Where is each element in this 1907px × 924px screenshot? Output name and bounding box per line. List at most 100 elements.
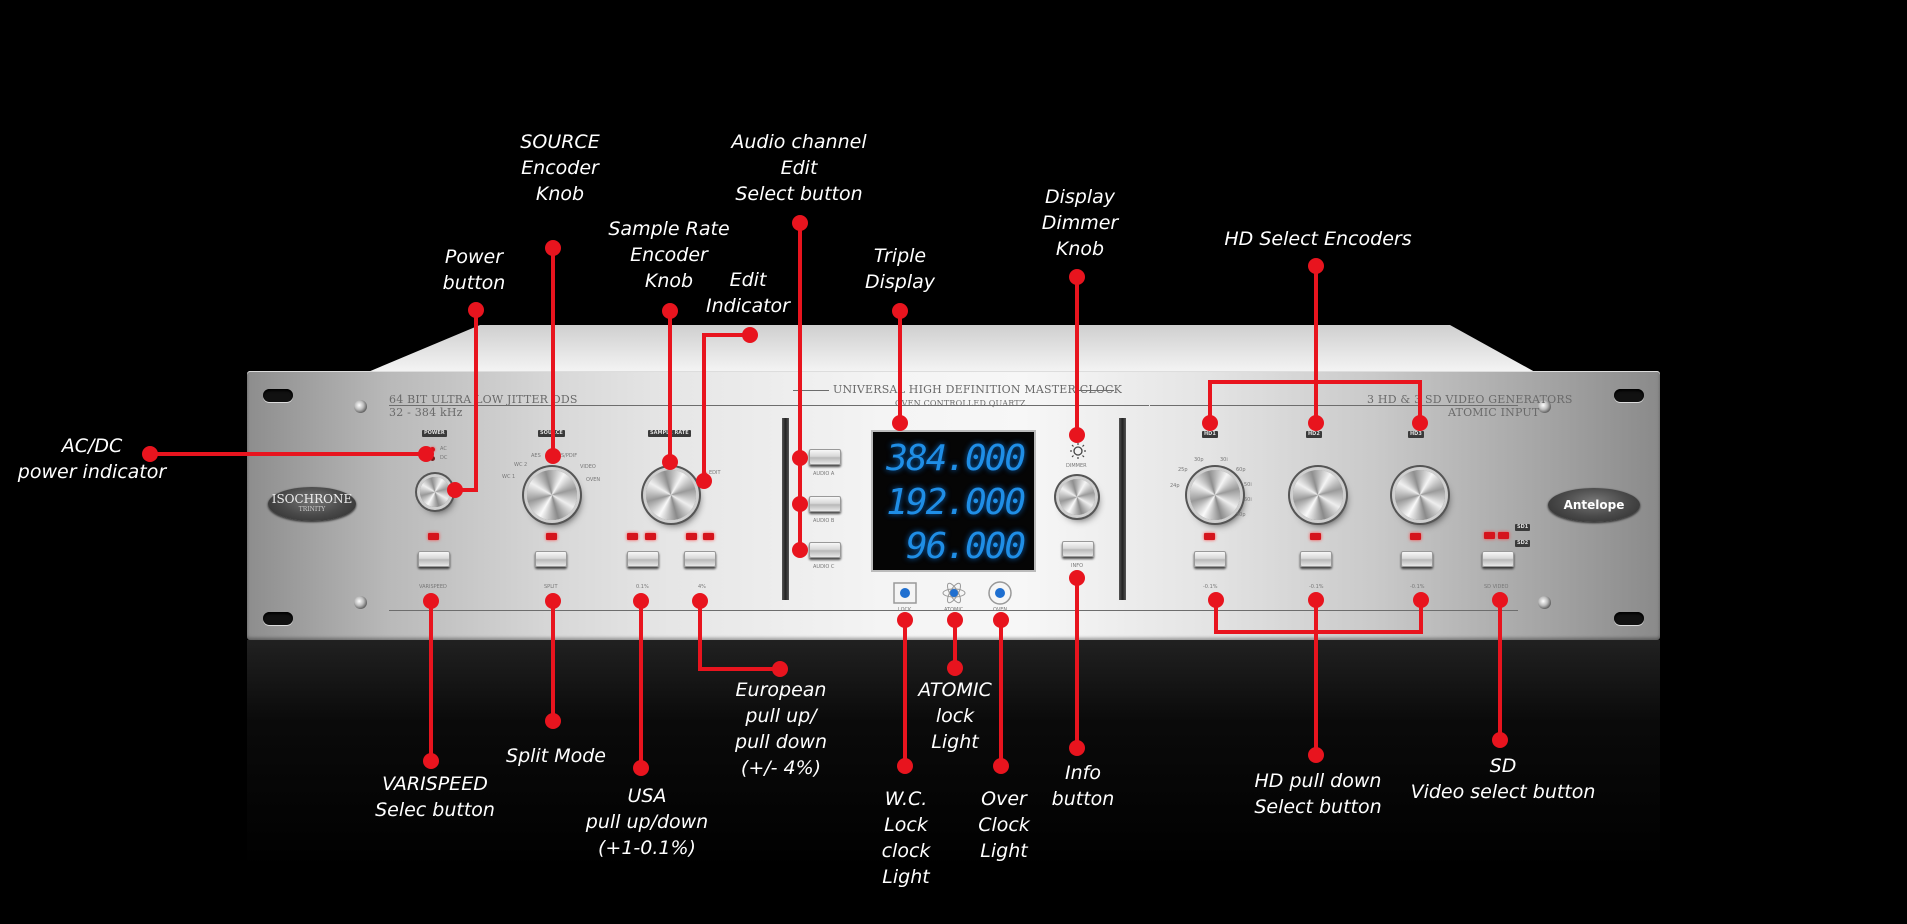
callout-dot [545,713,561,729]
varispeed-button[interactable] [418,551,450,567]
source-option: WC 1 [502,474,516,480]
audio-a-button[interactable] [809,449,841,465]
hd-rate-label: 50i [1244,482,1252,488]
callout-line [1314,266,1318,423]
screw-icon [1538,400,1551,413]
callout-dot [545,240,561,256]
callout-line [698,667,780,671]
atomic-light-icon [942,582,966,604]
annotation-usa: USA pull up/down (+1-0.1%) [585,785,709,859]
callout-line [1214,630,1423,634]
callout-dot [993,758,1009,774]
power-button[interactable] [420,477,450,507]
annotation-edit-indicator: Edit Indicator [706,269,790,317]
audio-c-button[interactable] [809,542,841,558]
varispeed-label: VARISPEED [419,584,447,590]
callout-dot [1069,269,1085,285]
hd2-pulldown-label: -0.1% [1309,584,1324,590]
bottom-rule [389,610,1518,611]
hd-rate-label: 30i [1220,457,1228,463]
annotation-hd-pulldown: HD pull down Select button [1254,770,1382,818]
center-subtitle: OVEN CONTROLLED QUARTZ [895,399,1026,408]
info-label: INFO [1071,563,1084,569]
hd-rate-label: 60i [1244,497,1252,503]
callout-dot [545,448,561,464]
right-subtitle: ATOMIC INPUT [1448,406,1540,419]
info-button[interactable] [1062,541,1094,557]
annotation-european: European pull up/ pull down (+/- 4%) [735,679,827,779]
ac-label: AC [440,446,447,452]
hd2-encoder-knob[interactable] [1293,470,1343,520]
source-option: VIDEO [580,464,596,470]
callout-line [150,452,426,456]
annotation-triple-display: Triple Display [864,245,936,293]
callout-dot [947,612,963,628]
hd2-pulldown-button[interactable] [1300,551,1332,567]
rack-slot [1614,612,1644,625]
sd-led [1484,532,1495,539]
audio-b-button[interactable] [809,496,841,512]
hd-rate-label: 25p [1178,467,1188,473]
hd3-pulldown-button[interactable] [1401,551,1433,567]
callout-dot [772,661,788,677]
power-label: POWER [422,430,447,437]
callout-dot [418,446,434,462]
callout-dot [897,612,913,628]
hd1-pulldown-button[interactable] [1194,551,1226,567]
callout-dot [662,454,678,470]
callout-line [953,620,957,668]
annotation-varispeed: VARISPEED Selec button [375,773,495,821]
annotation-sample-rate-knob: Sample Rate Encoder Knob [608,218,730,292]
split-button[interactable] [535,551,567,567]
callout-dot [1492,732,1508,748]
source-encoder-knob[interactable] [527,470,577,520]
hd1-encoder-knob[interactable] [1190,470,1240,520]
callout-dot [742,327,758,343]
varispeed-led [428,533,439,540]
sd-led [1498,532,1509,539]
usa-led [627,533,638,540]
hd3-encoder-knob[interactable] [1395,470,1445,520]
annotation-atomic: ATOMIC lock Light [918,679,992,753]
logo-text: Antelope [1563,498,1625,512]
annotation-over-clock: Over Clock Light [978,788,1030,862]
hd-rate-label: 50p [1236,512,1246,518]
sd-video-button[interactable] [1482,551,1514,567]
callout-line [1418,380,1422,423]
source-option: AES [531,453,541,459]
hd-rate-label: 60p [1236,467,1246,473]
callout-dot [1308,258,1324,274]
dimmer-knob[interactable] [1059,479,1095,515]
callout-line [455,488,478,492]
callout-dot [1413,592,1429,608]
callout-dot [792,542,808,558]
oven-light-icon [988,581,1012,605]
divider [1078,390,1114,391]
euro-pulldown-button[interactable] [684,551,716,567]
callout-line [551,601,555,721]
screw-icon [1538,596,1551,609]
atomic-label: ATOMIC [944,607,964,613]
sample-rate-encoder-knob[interactable] [646,470,696,520]
callout-line [1498,600,1502,740]
callout-line [429,601,433,761]
callout-line [474,310,478,492]
logo-text: ISOCHRONE [271,492,353,506]
euro-led [686,533,697,540]
sun-icon [1070,443,1086,459]
edit-label: EDIT [709,470,721,476]
usa-pulldown-button[interactable] [627,551,659,567]
source-option: S/PDIF [561,453,578,459]
callout-dot [662,303,678,319]
callout-dot [423,593,439,609]
left-title: 64 BIT ULTRA LOW JITTER DDS [389,393,578,406]
callout-line [698,601,702,671]
sd-video-label: SD VIDEO [1484,584,1509,590]
display-line-3: 96.000 [905,526,1026,567]
annotation-acdc: AC/DC power indicator [17,435,167,483]
display-line-2: 192.000 [886,482,1026,523]
callout-line [1419,600,1423,634]
callout-line [1075,578,1079,748]
hd1-label: HD1 [1202,431,1218,438]
